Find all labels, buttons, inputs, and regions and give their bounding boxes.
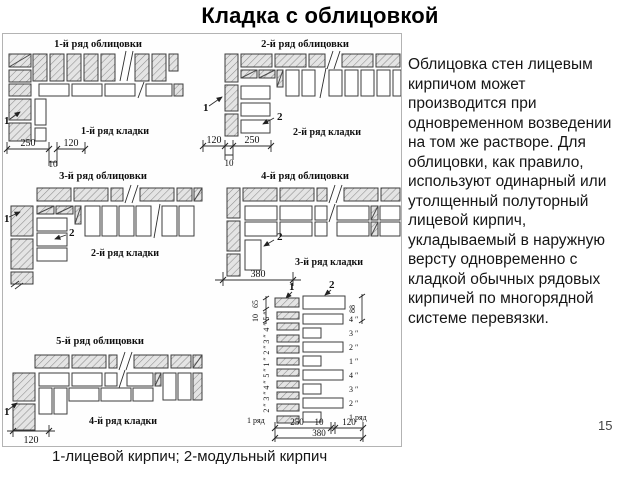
d6-right-row-1: 3 ″ [349, 329, 358, 338]
d4-callout-backing: 2 [263, 231, 283, 247]
d6-right-row-4: 4 ″ [349, 371, 358, 380]
d6-dim-65: 65 [251, 300, 260, 308]
d1-dim-250: 250 [21, 138, 36, 149]
d2-facing-label: 2-й ряд облицовки [261, 39, 349, 50]
d5-callout-1: 1 [4, 406, 10, 418]
d5-callout-facing: 1 [4, 402, 18, 418]
d6-dim-250: 250 [290, 417, 304, 427]
d2-callout-facing: 1 [203, 96, 223, 114]
d1-callout-1: 1 [4, 115, 10, 127]
d6-left-dims: 65 10 [251, 295, 270, 324]
d6-left-row-7: 3 ″ [262, 391, 271, 400]
d6-left-row-base: 1 ряд [247, 416, 265, 425]
d3-callout-facing: 1 [4, 211, 21, 225]
d3-masonry-label: 2-й ряд кладки [91, 248, 159, 259]
d5-dim-120: 120 [24, 435, 39, 446]
d4-dim-380: 380 [251, 269, 266, 280]
d1-masonry-label: 1-й ряд кладки [81, 126, 149, 137]
d6-right-row-labels: 4 ″ 3 ″ 2 ″ 1 ″ 4 ″ 3 ″ 2 ″ 1 ряд [349, 315, 367, 422]
d5-facing-bricks [12, 351, 203, 431]
d2-facing-bricks [224, 50, 401, 137]
masonry-diagrams: 1-й ряд облицовки [3, 39, 402, 446]
d3-facing-bricks [10, 184, 203, 285]
d5-dimensions: 120 [7, 425, 55, 446]
d6-left-row-0: 5 ″ [262, 311, 271, 320]
d1-facing-bricks [8, 50, 179, 82]
diagram-row4: 4-й ряд облицовки [215, 171, 401, 286]
diagram-row5: 5-й ряд облицовки [4, 336, 203, 446]
d6-callout-1: 1 [289, 281, 295, 293]
d6-right-row-0: 4 ″ [349, 315, 358, 324]
d6-right-row-5: 3 ″ [349, 385, 358, 394]
page-number: 15 [598, 418, 613, 433]
d2-dimensions: 120 250 10 [199, 135, 275, 168]
d6-dim-joint-10: 10 [315, 417, 325, 427]
d6-left-row-3: 2 ″ [262, 345, 271, 354]
d6-bottom-dims: 250 10 120 380 [271, 417, 367, 442]
d4-facing-label: 4-й ряд облицовки [261, 171, 349, 182]
d1-callout-facing: 1 [4, 111, 21, 127]
d6-callout-2: 2 [329, 279, 335, 291]
d6-left-row-labels: 5 ″ 4 ″ 3 ″ 2 ″ 1 ″ 5 ″ 4 ″ 3 ″ 2 ″ 1 ря… [247, 311, 271, 425]
d6-right-dim-88: 88 [348, 293, 366, 324]
d6-dim-380: 380 [312, 428, 326, 438]
d6-right-row-2: 2 ″ [349, 343, 358, 352]
d6-right-row-base: 1 ряд [349, 413, 367, 422]
d6-dim-88: 88 [348, 305, 357, 313]
diagram-panel: 1-й ряд облицовки [2, 33, 402, 447]
diagram-section: 1 2 [247, 279, 367, 442]
d1-facing-label: 1-й ряд облицовки [54, 39, 142, 50]
d2-callout-1: 1 [203, 102, 209, 114]
d3-callout-backing: 2 [54, 227, 75, 240]
d4-masonry-label: 3-й ряд кладки [295, 257, 363, 268]
d3-callout-2: 2 [69, 227, 75, 239]
d3-callout-1: 1 [4, 213, 10, 225]
d5-backing-bricks [38, 369, 203, 415]
d6-left-row-1: 4 ″ [262, 322, 271, 331]
d6-left-row-8: 2 ″ [262, 403, 271, 412]
figure-caption: 1-лицевой кирпич; 2-модульный кирпич [52, 448, 328, 465]
d1-dim-120: 120 [64, 138, 79, 149]
d3-backing-bricks [36, 203, 195, 262]
d5-facing-label: 5-й ряд облицовки [56, 336, 144, 347]
d6-dim-10: 10 [251, 314, 260, 322]
d4-facing-bricks [226, 184, 401, 277]
d4-backing-bricks [244, 203, 401, 271]
d6-facing-column [274, 297, 300, 424]
d2-dim-250: 250 [245, 135, 260, 146]
d2-callout-2: 2 [277, 111, 283, 123]
page-title: Кладка с облицовкой [201, 3, 439, 28]
diagram-row1: 1-й ряд облицовки [3, 39, 184, 169]
d1-dimensions: 250 120 10 [3, 138, 89, 169]
d6-callouts: 1 2 [285, 279, 335, 299]
d4-callout-2: 2 [277, 231, 283, 243]
d6-right-row-6: 2 ″ [349, 399, 358, 408]
body-text: Облицовка стен лицевым кирпичом может пр… [408, 56, 612, 327]
d6-dim-120: 120 [342, 417, 356, 427]
d3-cut-marks [10, 280, 24, 290]
d2-dim-120: 120 [207, 135, 222, 146]
diagram-row3: 3-й ряд облицовки [4, 171, 203, 290]
d1-dim-10: 10 [49, 159, 59, 169]
d5-masonry-label: 4-й ряд кладки [89, 416, 157, 427]
d4-dimensions: 380 [215, 269, 301, 286]
d3-facing-label: 3-й ряд облицовки [59, 171, 147, 182]
d2-masonry-label: 2-й ряд кладки [293, 127, 361, 138]
d6-left-row-2: 3 ″ [262, 334, 271, 343]
d6-right-row-3: 1 ″ [349, 357, 358, 366]
diagram-row2: 2-й ряд облицовки [199, 39, 402, 168]
d6-modular-column [302, 295, 346, 423]
d6-left-row-5: 5 ″ [262, 368, 271, 377]
d6-left-row-4: 1 ″ [262, 357, 271, 366]
d2-callout-backing: 2 [262, 111, 283, 125]
d1-backing-bricks [8, 69, 184, 142]
d6-left-row-6: 4 ″ [262, 380, 271, 389]
d2-dim-10: 10 [225, 158, 235, 168]
